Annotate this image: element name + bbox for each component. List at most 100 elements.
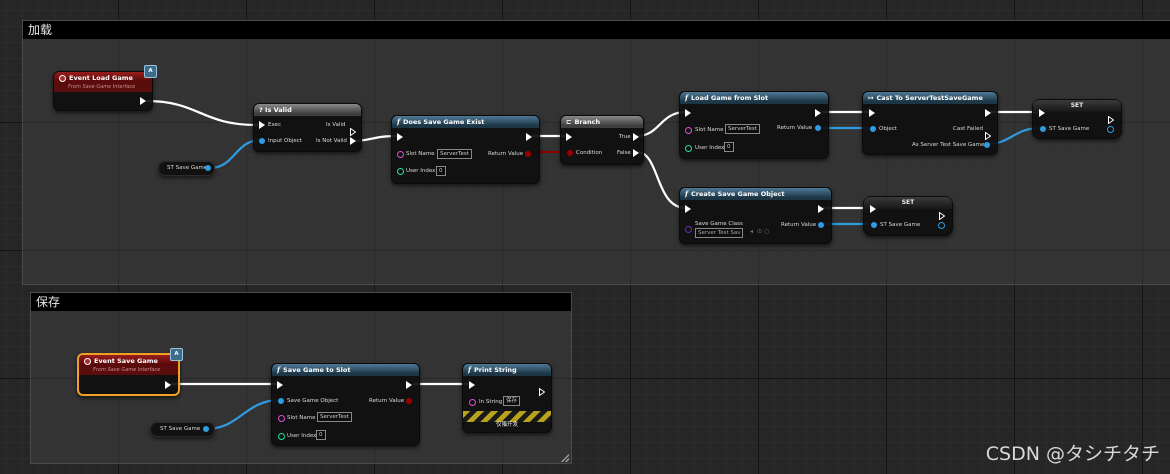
- save-game-class-select[interactable]: Server Test Sav: [695, 228, 744, 238]
- cast-to-node[interactable]: ↦Cast To ServerTestSaveGame Object Cast …: [862, 91, 998, 155]
- browse-icon[interactable]: ◂: [750, 228, 754, 235]
- slot-name-input[interactable]: ServerTest: [437, 149, 472, 159]
- set-node-create[interactable]: SET ST Save Game: [863, 196, 953, 236]
- return-value-pin[interactable]: [525, 151, 531, 157]
- save-object-pin[interactable]: [278, 398, 284, 404]
- use-selected-icon[interactable]: ⊙: [757, 228, 763, 235]
- exec-out-pin[interactable]: [165, 381, 171, 389]
- set-node-load[interactable]: SET ST Save Game: [1032, 99, 1122, 139]
- exec-in-pin[interactable]: [685, 205, 691, 213]
- user-index-pin[interactable]: [397, 168, 404, 175]
- get-st-save-game-node[interactable]: ST Save Game: [158, 161, 215, 176]
- exec-in-pin[interactable]: [277, 381, 283, 389]
- false-label: False: [617, 150, 631, 156]
- get-st-save-game-node[interactable]: ST Save Game: [150, 422, 215, 437]
- exec-in-pin[interactable]: [566, 133, 572, 141]
- exec-out-pin[interactable]: [818, 205, 824, 213]
- user-index-input[interactable]: 0: [316, 430, 326, 440]
- return-value-pin[interactable]: [818, 222, 824, 228]
- user-index-input[interactable]: 0: [436, 166, 446, 176]
- false-exec-out-pin[interactable]: [633, 149, 639, 157]
- event-header: Event Save Game: [79, 355, 178, 366]
- in-string-input[interactable]: 保存: [503, 396, 521, 406]
- function-icon: f: [685, 93, 689, 102]
- user-index-pin[interactable]: [278, 433, 285, 440]
- node-header: ↦Cast To ServerTestSaveGame: [863, 92, 997, 104]
- input-object-pin[interactable]: [259, 138, 265, 144]
- object-out-pin[interactable]: [205, 165, 211, 171]
- return-value-pin[interactable]: [406, 398, 412, 404]
- value-out-pin[interactable]: [938, 222, 945, 229]
- return-value-pin[interactable]: [815, 125, 821, 131]
- object-in-pin[interactable]: [870, 126, 876, 132]
- input-object-label: Input Object: [268, 138, 302, 144]
- user-index-label: User Index: [287, 433, 317, 439]
- set-header: SET: [1033, 100, 1121, 112]
- expand-chevron-icon[interactable]: ⌄: [503, 421, 509, 428]
- user-index-input[interactable]: 0: [724, 142, 734, 152]
- set-var-label: ST Save Game: [880, 222, 921, 228]
- branch-node[interactable]: ⊏Branch True Condition False: [560, 115, 644, 165]
- exec-out-pin[interactable]: [939, 205, 946, 221]
- as-cast-pin[interactable]: [984, 142, 990, 148]
- get-var-label: ST Save Game: [160, 426, 201, 432]
- exec-in-pin[interactable]: [259, 121, 265, 129]
- exec-out-pin[interactable]: [140, 97, 146, 105]
- set-header: SET: [864, 197, 952, 209]
- exec-out-pin[interactable]: [815, 109, 821, 117]
- cast-failed-exec-out-pin[interactable]: [985, 125, 992, 141]
- exec-in-pin[interactable]: [397, 133, 403, 141]
- exec-out-pin[interactable]: [1108, 109, 1115, 125]
- exec-wire: [145, 99, 259, 127]
- slot-name-pin[interactable]: [278, 415, 285, 422]
- event-icon: [59, 74, 66, 82]
- function-icon: f: [685, 189, 689, 198]
- in-string-pin[interactable]: [469, 399, 476, 406]
- exec-out-pin[interactable]: [406, 381, 412, 389]
- exec-out-pin[interactable]: [526, 133, 532, 141]
- as-cast-label: As Server Test Save Game: [912, 142, 985, 148]
- exec-in-pin[interactable]: [1039, 109, 1045, 117]
- true-exec-out-pin[interactable]: [633, 133, 639, 141]
- exec-out-pin[interactable]: [539, 381, 546, 397]
- is-not-valid-label: Is Not Valid: [316, 138, 347, 144]
- is-not-valid-exec-out-pin[interactable]: [350, 137, 356, 145]
- event-load-game-node[interactable]: Event Load Game From Save Game Interface: [53, 71, 153, 111]
- slot-name-pin[interactable]: [397, 151, 404, 158]
- class-pin[interactable]: [685, 226, 692, 233]
- is-valid-exec-out-pin[interactable]: [350, 121, 357, 137]
- is-valid-node[interactable]: ? Is Valid Exec Is Valid Input Object Is…: [253, 103, 362, 152]
- condition-pin[interactable]: [567, 150, 573, 156]
- slot-name-pin[interactable]: [685, 127, 692, 134]
- set-var-label: ST Save Game: [1049, 126, 1090, 132]
- exec-in-pin[interactable]: [685, 109, 691, 117]
- return-value-label: Return Value: [781, 222, 817, 228]
- slot-name-input[interactable]: ServerTest: [725, 124, 760, 134]
- exec-out-outline-icon: [939, 211, 946, 221]
- event-save-game-node[interactable]: Event Save Game From Save Game Interface: [77, 353, 180, 396]
- return-value-label: Return Value: [488, 151, 524, 157]
- exec-in-pin[interactable]: [869, 109, 875, 117]
- value-in-pin[interactable]: [871, 222, 877, 228]
- slot-name-input[interactable]: ServerTest: [317, 412, 352, 422]
- object-out-pin[interactable]: [203, 426, 209, 432]
- user-index-pin[interactable]: [685, 145, 692, 152]
- value-in-pin[interactable]: [1040, 126, 1046, 132]
- exec-in-pin[interactable]: [870, 205, 876, 213]
- value-out-pin[interactable]: [1107, 126, 1114, 133]
- resize-grip[interactable]: [561, 454, 569, 462]
- exec-in-pin[interactable]: [469, 381, 475, 389]
- cast-icon: ↦: [868, 94, 874, 102]
- exec-out-pin[interactable]: [985, 109, 991, 117]
- search-icon[interactable]: ○: [764, 228, 770, 235]
- exec-out-outline-icon: [985, 131, 992, 141]
